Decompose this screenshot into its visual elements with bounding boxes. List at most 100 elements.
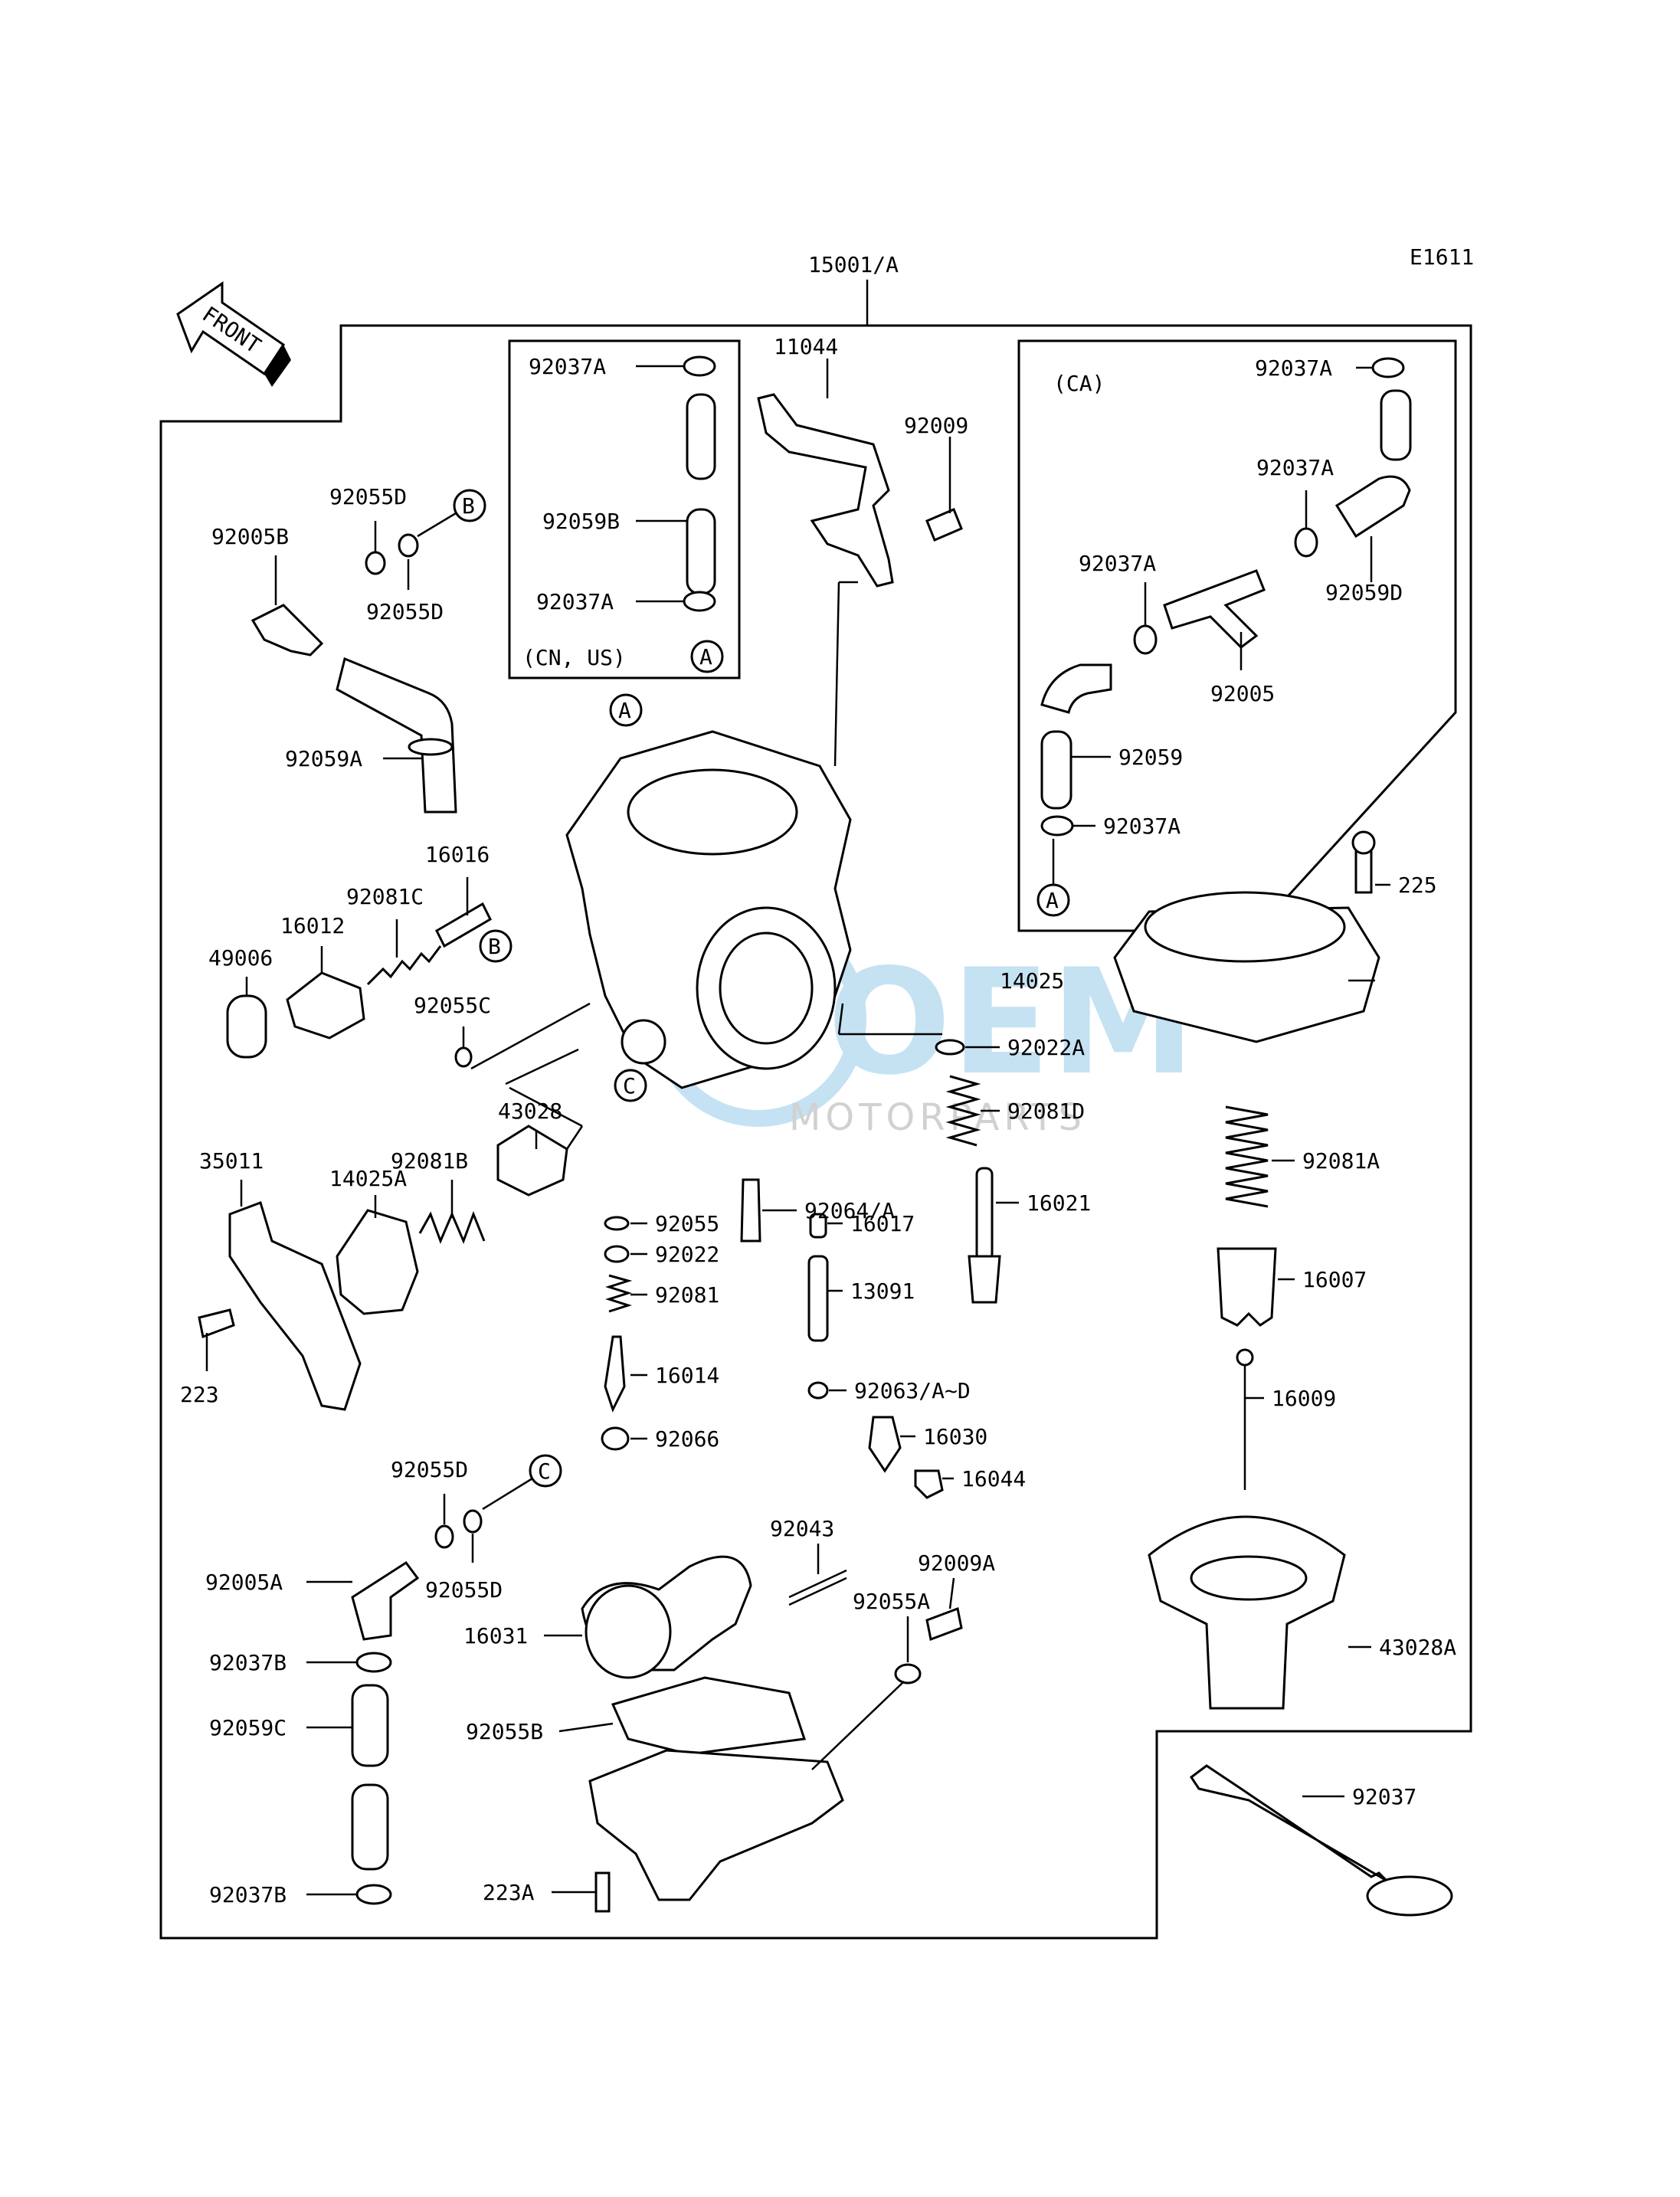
washer-icon bbox=[935, 1039, 965, 1056]
screw-icon bbox=[198, 1308, 235, 1339]
cap-icon bbox=[226, 994, 267, 1059]
part-label: 92037A bbox=[529, 354, 606, 379]
float-chamber-icon bbox=[585, 1584, 672, 1679]
main-jet-icon bbox=[807, 1381, 829, 1400]
part-label: 43028A bbox=[1379, 1635, 1456, 1660]
part-label: 92022 bbox=[655, 1242, 719, 1267]
part-label: 92037 bbox=[1352, 1784, 1416, 1809]
vacuum-piston-icon bbox=[1148, 1515, 1346, 1710]
part-label: 92081C bbox=[346, 884, 424, 909]
part-label: 16030 bbox=[923, 1424, 987, 1449]
part-labels: 11044 92009 92037A 92059B 92037A 92037A … bbox=[180, 334, 1456, 1907]
spring-icon bbox=[945, 1075, 981, 1147]
jet-needle-clip-icon bbox=[1236, 1348, 1254, 1367]
part-label: 92055D bbox=[425, 1577, 503, 1603]
hose-clamp-icon bbox=[1040, 815, 1074, 837]
float-pin-icon bbox=[788, 1569, 847, 1599]
part-label: 16007 bbox=[1302, 1267, 1367, 1292]
pump-cover-icon bbox=[496, 1125, 568, 1197]
hose-icon bbox=[1040, 730, 1073, 810]
bent-hose-icon bbox=[336, 656, 457, 814]
gasket-icon bbox=[611, 1676, 806, 1756]
bolt-icon bbox=[925, 508, 963, 542]
callout-c-icon bbox=[529, 1454, 562, 1488]
spring-icon bbox=[1225, 1105, 1269, 1208]
o-ring-icon bbox=[365, 551, 386, 575]
needle-jet-icon bbox=[975, 1167, 994, 1262]
part-label: 16017 bbox=[850, 1211, 915, 1236]
part-label: 92005B bbox=[211, 524, 289, 549]
diagram-code: E1611 bbox=[1410, 244, 1474, 270]
o-ring-icon bbox=[398, 533, 419, 558]
part-label: 92009 bbox=[904, 413, 968, 438]
callout-c-label: C bbox=[538, 1459, 551, 1484]
part-label: 14025A bbox=[329, 1166, 407, 1191]
cap-icon bbox=[601, 1426, 630, 1451]
part-label: 92043 bbox=[770, 1516, 834, 1541]
hose-icon bbox=[686, 393, 716, 480]
o-ring-icon bbox=[894, 1663, 922, 1685]
linkage-plate-icon bbox=[228, 1201, 362, 1411]
bent-hose-icon bbox=[1040, 663, 1112, 714]
part-label: 43028 bbox=[498, 1098, 562, 1124]
elbow-fitting-icon bbox=[351, 1560, 420, 1641]
hose-icon bbox=[351, 1684, 389, 1767]
clip-icon bbox=[914, 1469, 944, 1499]
mixture-screw-icon bbox=[604, 1335, 626, 1413]
bolt-head-icon bbox=[1351, 830, 1376, 855]
part-label: 92037B bbox=[209, 1882, 287, 1907]
part-label: 92055D bbox=[366, 599, 444, 624]
screw-icon bbox=[594, 1871, 611, 1913]
part-label: 92059A bbox=[285, 746, 362, 771]
part-label: 92081D bbox=[1007, 1098, 1085, 1124]
part-label: 11044 bbox=[774, 334, 838, 359]
part-label: 92005A bbox=[205, 1570, 283, 1595]
part-label: 92081A bbox=[1302, 1148, 1380, 1174]
top-cover-dome-icon bbox=[1144, 891, 1346, 963]
part-label: 92059B bbox=[542, 509, 620, 534]
bracket-icon bbox=[757, 393, 894, 588]
part-label: 16031 bbox=[463, 1623, 528, 1649]
part-label: 14025 bbox=[1000, 968, 1064, 994]
adjuster-icon bbox=[286, 971, 365, 1040]
hose-clamp-icon bbox=[1294, 527, 1318, 558]
float-bowl-icon bbox=[588, 1749, 844, 1901]
part-label: 92059 bbox=[1118, 745, 1183, 770]
leader-lines bbox=[205, 359, 1390, 1896]
float-level-gauge-icon bbox=[1189, 1764, 1388, 1882]
callout-a-icon bbox=[609, 693, 643, 727]
jet-holder-icon bbox=[809, 1213, 827, 1239]
callout-a-icon bbox=[690, 640, 724, 673]
part-label: 16014 bbox=[655, 1363, 719, 1388]
part-label: 92037B bbox=[209, 1650, 287, 1675]
assembly-frame bbox=[159, 324, 1472, 1940]
part-label: 223A bbox=[483, 1880, 535, 1905]
part-label: 92055B bbox=[466, 1719, 543, 1744]
part-label: 92055D bbox=[329, 484, 407, 509]
part-label: 49006 bbox=[208, 945, 273, 971]
part-label: 92022A bbox=[1007, 1035, 1085, 1060]
bent-hose-icon bbox=[1335, 475, 1411, 539]
callout-a-label: A bbox=[699, 644, 712, 670]
spring-icon bbox=[366, 945, 442, 986]
part-label: 92059D bbox=[1325, 580, 1403, 605]
hose-clamp-icon bbox=[355, 1884, 392, 1905]
hose-icon bbox=[1380, 389, 1412, 461]
diaphragm-icon bbox=[1190, 1555, 1308, 1601]
part-label: 92066 bbox=[655, 1426, 719, 1452]
part-label: 92081B bbox=[391, 1148, 468, 1174]
hose-clamp-icon bbox=[683, 591, 716, 612]
part-label: 92055 bbox=[655, 1211, 719, 1236]
region-label-ca: (CA) bbox=[1053, 371, 1105, 396]
part-label: 92037A bbox=[1079, 551, 1156, 576]
part-label: 92037A bbox=[536, 589, 614, 614]
ca-box bbox=[1017, 339, 1457, 932]
o-ring-icon bbox=[454, 1046, 473, 1068]
part-label: 92055A bbox=[853, 1589, 930, 1614]
hose-icon bbox=[686, 508, 716, 595]
part-label: 92081 bbox=[655, 1282, 719, 1308]
cn-us-box bbox=[508, 339, 741, 679]
hose-clamp-icon bbox=[1371, 357, 1405, 378]
part-label: 92064/A bbox=[804, 1198, 895, 1223]
